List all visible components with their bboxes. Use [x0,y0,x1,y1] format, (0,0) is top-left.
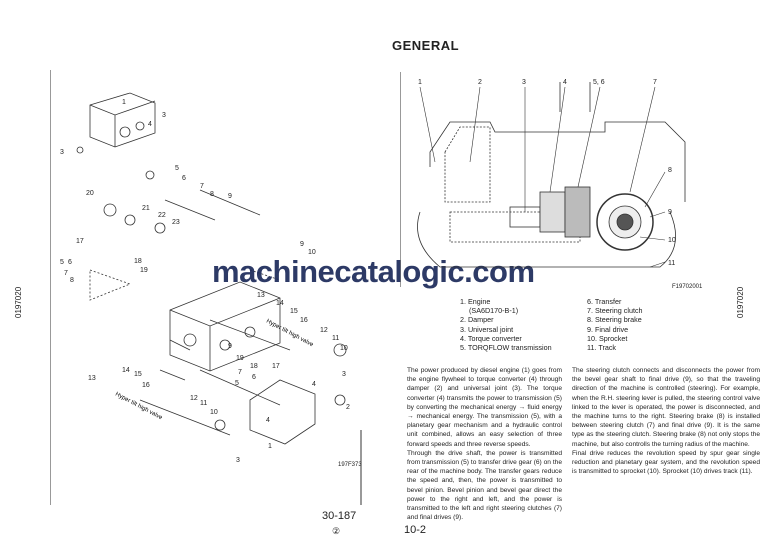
svg-text:4: 4 [266,417,270,424]
svg-text:17: 17 [272,363,280,370]
svg-text:12: 12 [320,327,328,334]
side-code-left: 0197020 [14,286,23,318]
legend-item: 10. Sprocket [587,333,628,343]
svg-text:20: 20 [86,190,94,197]
legend-item: 7. Steering clutch [587,306,643,316]
callout-10: 10 [668,237,676,244]
svg-text:5: 5 [175,165,179,172]
svg-text:10: 10 [340,345,348,352]
legend-item: 6. Transfer [587,297,622,306]
tractor-drawing: 1 2 3 4 5, 6 7 8 9 10 11 [400,72,686,287]
svg-text:18: 18 [134,258,142,265]
callout-1: 1 [418,79,422,86]
svg-text:7: 7 [200,183,204,190]
svg-text:1: 1 [268,443,272,450]
callout-9: 9 [668,209,672,216]
page-title: GENERAL [392,38,460,53]
svg-text:8: 8 [70,277,74,284]
legend-item: (SA6D170-B-1) [469,306,519,316]
callout-4: 4 [563,79,567,86]
svg-text:6: 6 [68,259,72,266]
svg-text:13: 13 [88,375,96,382]
svg-text:8: 8 [210,191,214,198]
side-code-right: 0197020 [736,286,745,318]
svg-text:3: 3 [60,149,64,156]
left-page-number: 30-187 [322,510,357,522]
callout-8: 8 [668,167,672,174]
svg-text:22: 22 [158,212,166,219]
legend-item: 2. Damper [460,315,494,325]
legend-item: 9. Final drive [587,324,629,334]
svg-text:19: 19 [140,267,148,274]
legend-item: 1. Engine [460,297,491,306]
watermark: machinecatalogic.com [212,254,535,289]
svg-text:13: 13 [257,292,265,299]
svg-text:10: 10 [308,249,316,256]
callout-7: 7 [653,79,657,86]
svg-text:17: 17 [76,238,84,245]
svg-text:9: 9 [228,343,232,350]
svg-text:15: 15 [134,371,142,378]
svg-text:7: 7 [238,369,242,376]
svg-text:3: 3 [162,112,166,119]
legend-item: 5. TORQFLOW transmission [460,343,552,353]
svg-text:21: 21 [142,205,150,212]
svg-text:18: 18 [250,363,258,370]
svg-text:11: 11 [332,335,339,342]
callout-11: 11 [668,260,675,267]
callout-3: 3 [522,79,526,86]
svg-text:11: 11 [200,400,207,407]
svg-text:4: 4 [148,121,152,128]
svg-text:23: 23 [172,219,180,226]
svg-text:15: 15 [290,308,298,315]
paragraph-final-drive: Final drive reduces the revolution speed… [572,449,760,476]
right-figure-code: F19702001 [672,284,703,290]
legend-left: 1. Engine (SA6D170-B-1) 2. Damper 3. Uni… [460,297,552,352]
left-page-sub: ② [332,526,341,536]
svg-text:7: 7 [64,270,68,277]
powertrain-diagram: 1 2 3 4 5, 6 7 8 9 10 11 [400,72,700,287]
paragraph-drive-shaft: Through the drive shaft, the power is tr… [407,449,562,522]
svg-text:5: 5 [60,259,64,266]
legend-item: 4. Torque converter [460,333,522,343]
svg-text:6: 6 [182,175,186,182]
svg-text:10: 10 [210,409,218,416]
svg-text:1: 1 [122,99,126,106]
svg-text:9: 9 [228,193,232,200]
svg-text:16: 16 [142,382,150,389]
svg-text:4: 4 [312,381,316,388]
callout-5-6: 5, 6 [593,79,605,86]
svg-text:5: 5 [235,380,239,387]
svg-text:16: 16 [300,317,308,324]
callout-2: 2 [478,79,482,86]
left-figure-code: 197F373 [338,462,362,468]
page-number: 10-2 [404,524,427,536]
paragraph-steering: The steering clutch connects and disconn… [572,367,760,448]
legend-item: 3. Universal joint [460,324,514,334]
svg-text:3: 3 [236,457,240,464]
paragraph-left: The power produced by diesel engine (1) … [407,366,562,522]
svg-text:3: 3 [342,371,346,378]
paragraph-power-flow: The power produced by diesel engine (1) … [407,367,562,448]
paragraph-right: The steering clutch connects and disconn… [572,366,760,476]
svg-text:9: 9 [300,241,304,248]
svg-text:12: 12 [190,395,198,402]
svg-text:19: 19 [236,355,244,362]
legend-item: 8. Steering brake [587,315,642,325]
legend-item: 11. Track [587,343,617,353]
svg-text:6: 6 [252,374,256,381]
legend-right: 6. Transfer 7. Steering clutch 8. Steeri… [587,297,643,352]
svg-text:14: 14 [276,300,284,307]
svg-text:2: 2 [346,404,350,411]
svg-text:14: 14 [122,367,130,374]
